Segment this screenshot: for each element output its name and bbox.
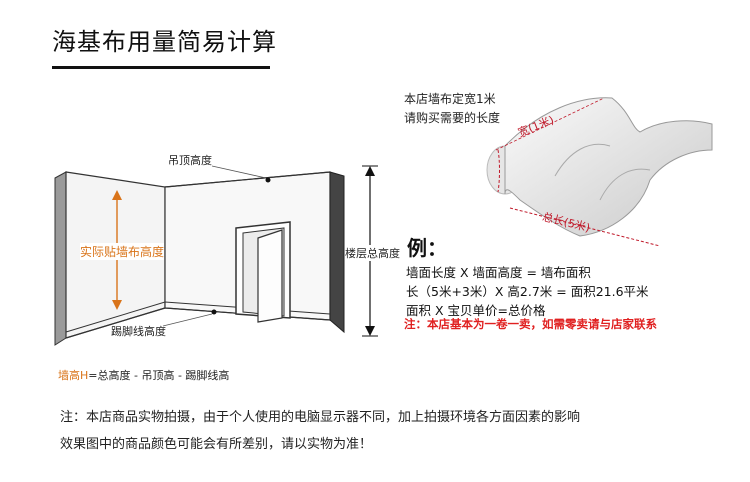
- width-dashed: [497, 149, 500, 193]
- disclaimer-line-2: 效果图中的商品颜色可能会有所差别，请以实物为准！: [60, 437, 373, 452]
- baseboard-leader: [162, 313, 213, 327]
- wall-height-arrow-top: [112, 190, 122, 200]
- disclaimer-line-1: 注：本店商品实物拍摄，由于个人使用的电脑显示器不同，加上拍摄环境各方面因素的影响: [60, 410, 581, 425]
- total-height-arrow-bottom: [365, 326, 375, 336]
- right-wall-edge: [329, 171, 345, 334]
- wall-height-label: 实际贴墙布高度: [80, 243, 165, 260]
- ceiling-height-label: 吊顶高度: [168, 154, 212, 167]
- sales-note: 注：本店基本为一卷一卖，如需零卖请与店家联系: [404, 317, 657, 331]
- formula-line-3: 面积 X 宝贝单价=总价格: [406, 303, 546, 318]
- roll-note-line2: 请购买需要的长度: [404, 111, 501, 125]
- unrolled-fabric: [504, 97, 713, 237]
- caption-rest: =总高度 - 吊顶高 - 踢脚线高: [88, 369, 230, 382]
- caption-prefix: 墙高H: [58, 369, 89, 382]
- example-heading: 例：: [407, 236, 447, 260]
- ceiling-line: [164, 171, 331, 188]
- roll-note: 本店墙布定宽1米 请购买需要的长度: [404, 90, 500, 128]
- roll-note-line1: 本店墙布定宽1米: [404, 92, 496, 106]
- wall-height-arrow-bottom: [112, 300, 122, 310]
- height-formula-caption: 墙高H=总高度 - 吊顶高 - 踢脚线高: [58, 367, 229, 383]
- door-leaf: [257, 229, 283, 323]
- length-dashed: [509, 207, 661, 247]
- formula-line-1: 墙面长度 X 墙面高度 = 墙布面积: [406, 265, 591, 280]
- floor-height-label: 楼层总高度: [345, 245, 400, 261]
- ceiling-leader: [211, 165, 267, 179]
- title-underline: [52, 66, 270, 69]
- baseboard-dot: [211, 309, 217, 315]
- ceiling-dot: [265, 177, 271, 183]
- total-height-arrow-top: [365, 166, 375, 176]
- baseboard-height-label: 踢脚线高度: [111, 325, 166, 338]
- formula-line-2: 长（5米+3米）X 高2.7米 = 面积21.6平米: [406, 284, 649, 299]
- page-title: 海基布用量简易计算: [52, 28, 277, 56]
